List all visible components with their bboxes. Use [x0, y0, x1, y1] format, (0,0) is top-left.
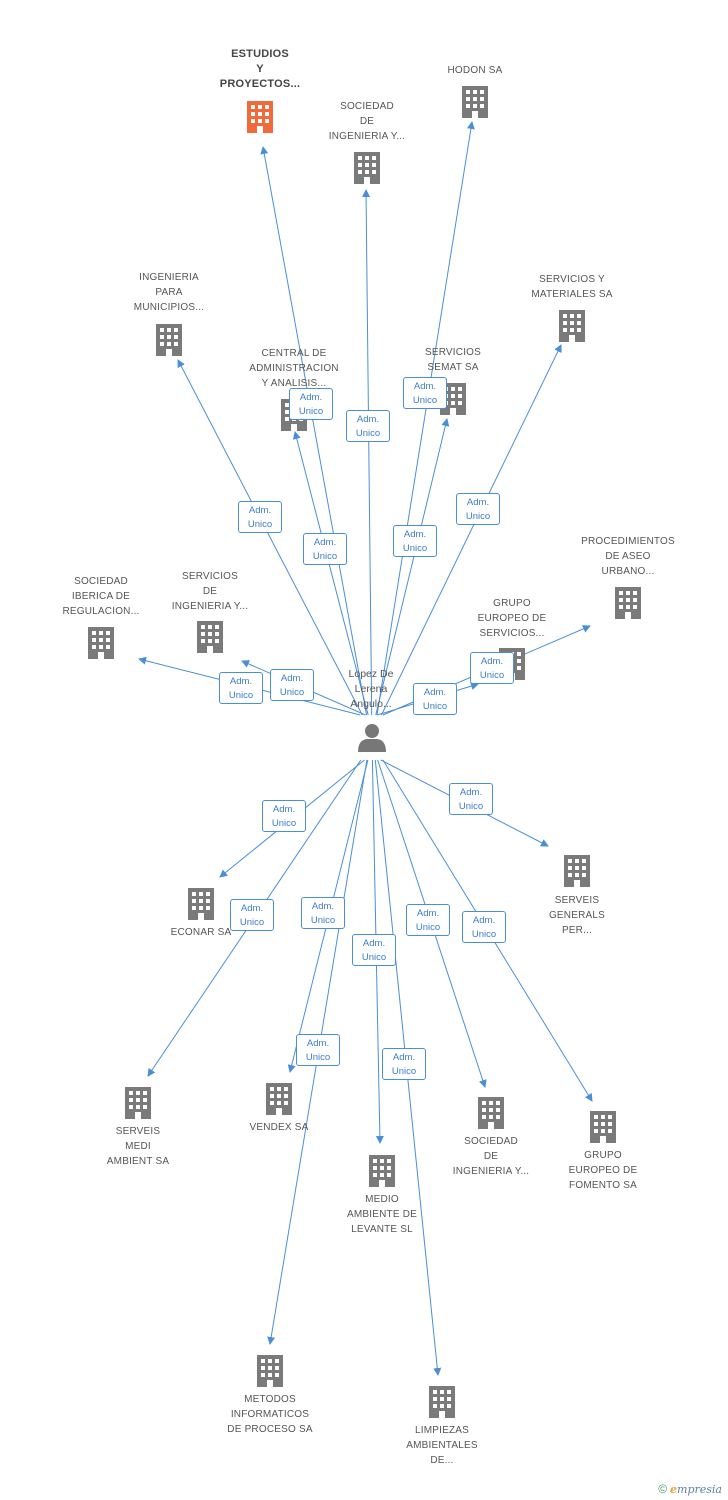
building-icon-econar-sa[interactable]	[188, 888, 214, 920]
relation-badge-metodos-informaticos[interactable]: Adm.Unico	[296, 1034, 340, 1066]
relation-badge-limpiezas-ambientales[interactable]: Adm.Unico	[382, 1048, 426, 1080]
relation-badge-servicios-semat-sa[interactable]: Adm.Unico	[393, 525, 437, 557]
center-person-label: Lopez De Lerena Angulo...	[348, 668, 394, 710]
copyright-symbol: ©	[658, 1482, 668, 1496]
empresia-logo[interactable]: empresia	[670, 1482, 722, 1496]
building-icon-grupo-europeo-de-fomento-sa[interactable]	[590, 1111, 616, 1143]
building-icon-estudios-y-proyectos[interactable]	[247, 101, 273, 133]
edge-servicios-semat-sa	[375, 418, 450, 716]
person-icon[interactable]	[358, 724, 386, 752]
edge-ingenieria-para-municipios	[177, 359, 363, 716]
building-icon-sociedad-de-ingenieria-y-2[interactable]	[478, 1097, 504, 1129]
relation-badge-serveis-generals-per[interactable]: Adm.Unico	[449, 783, 493, 815]
node-label-vendex-sa[interactable]: VENDEX SA	[249, 1122, 309, 1133]
relation-badge-central-de-administracion[interactable]: Adm.Unico	[303, 533, 347, 565]
relation-badge-ingenieria-para-municipios[interactable]: Adm.Unico	[238, 501, 282, 533]
relation-badge-estudios-y-proyectos[interactable]: Adm.Unico	[289, 388, 333, 420]
building-icon-servicios-de-ingenieria-y[interactable]	[197, 621, 223, 653]
building-icon-servicios-y-materiales-sa[interactable]	[559, 310, 585, 342]
relation-badge-grupo-europeo-de-fomento-sa[interactable]: Adm.Unico	[462, 911, 506, 943]
relation-badge-econar-sa[interactable]: Adm.Unico	[262, 800, 306, 832]
relation-badge-sociedad-de-ingenieria-y-1[interactable]: Adm.Unico	[346, 410, 390, 442]
edge-servicios-y-materiales-sa	[381, 344, 562, 716]
edge-sociedad-de-ingenieria-y-1	[362, 189, 373, 716]
building-icon-ingenieria-para-municipios[interactable]	[156, 324, 182, 356]
relation-badge-servicios-y-materiales-sa[interactable]: Adm.Unico	[456, 493, 500, 525]
node-label-econar-sa[interactable]: ECONAR SA	[170, 927, 232, 938]
building-icon-limpiezas-ambientales[interactable]	[429, 1386, 455, 1418]
edge-estudios-y-proyectos	[260, 146, 368, 716]
relation-badge-sociedad-de-ingenieria-y-2[interactable]: Adm.Unico	[406, 904, 450, 936]
building-icon-metodos-informaticos[interactable]	[257, 1355, 283, 1387]
relation-badge-vendex-sa[interactable]: Adm.Unico	[301, 897, 345, 929]
building-icon-sociedad-de-ingenieria-y-1[interactable]	[354, 152, 380, 184]
relation-badge-serveis-medi-ambient-sa[interactable]: Adm.Unico	[230, 899, 274, 931]
relation-badge-procedimientos-de-aseo-urbano[interactable]: Adm.Unico	[470, 652, 514, 684]
edge-hodon-sa	[376, 121, 475, 716]
relation-badge-grupo-europeo-de-servicios[interactable]: Adm.Unico	[413, 683, 457, 715]
building-icon-serveis-medi-ambient-sa[interactable]	[125, 1087, 151, 1119]
building-icon-vendex-sa[interactable]	[266, 1083, 292, 1115]
edge-central-de-administracion	[292, 431, 369, 716]
building-icon-medio-ambiente-de-levante-sl[interactable]	[369, 1155, 395, 1187]
relation-badge-hodon-sa[interactable]: Adm.Unico	[403, 377, 447, 409]
building-icon-serveis-generals-per[interactable]	[564, 855, 590, 887]
relation-badge-sociedad-iberica-de-regulacion[interactable]: Adm.Unico	[219, 672, 263, 704]
building-icon-procedimientos-de-aseo-urbano[interactable]	[615, 587, 641, 619]
building-icon-sociedad-iberica-de-regulacion[interactable]	[88, 627, 114, 659]
building-icon-hodon-sa[interactable]	[462, 86, 488, 118]
relation-badge-medio-ambiente-de-levante-sl[interactable]: Adm.Unico	[352, 934, 396, 966]
footer-brand: © empresia	[658, 1482, 722, 1496]
node-label-hodon-sa[interactable]: HODON SA	[447, 65, 503, 76]
relation-badge-servicios-de-ingenieria-y[interactable]: Adm.Unico	[270, 669, 314, 701]
